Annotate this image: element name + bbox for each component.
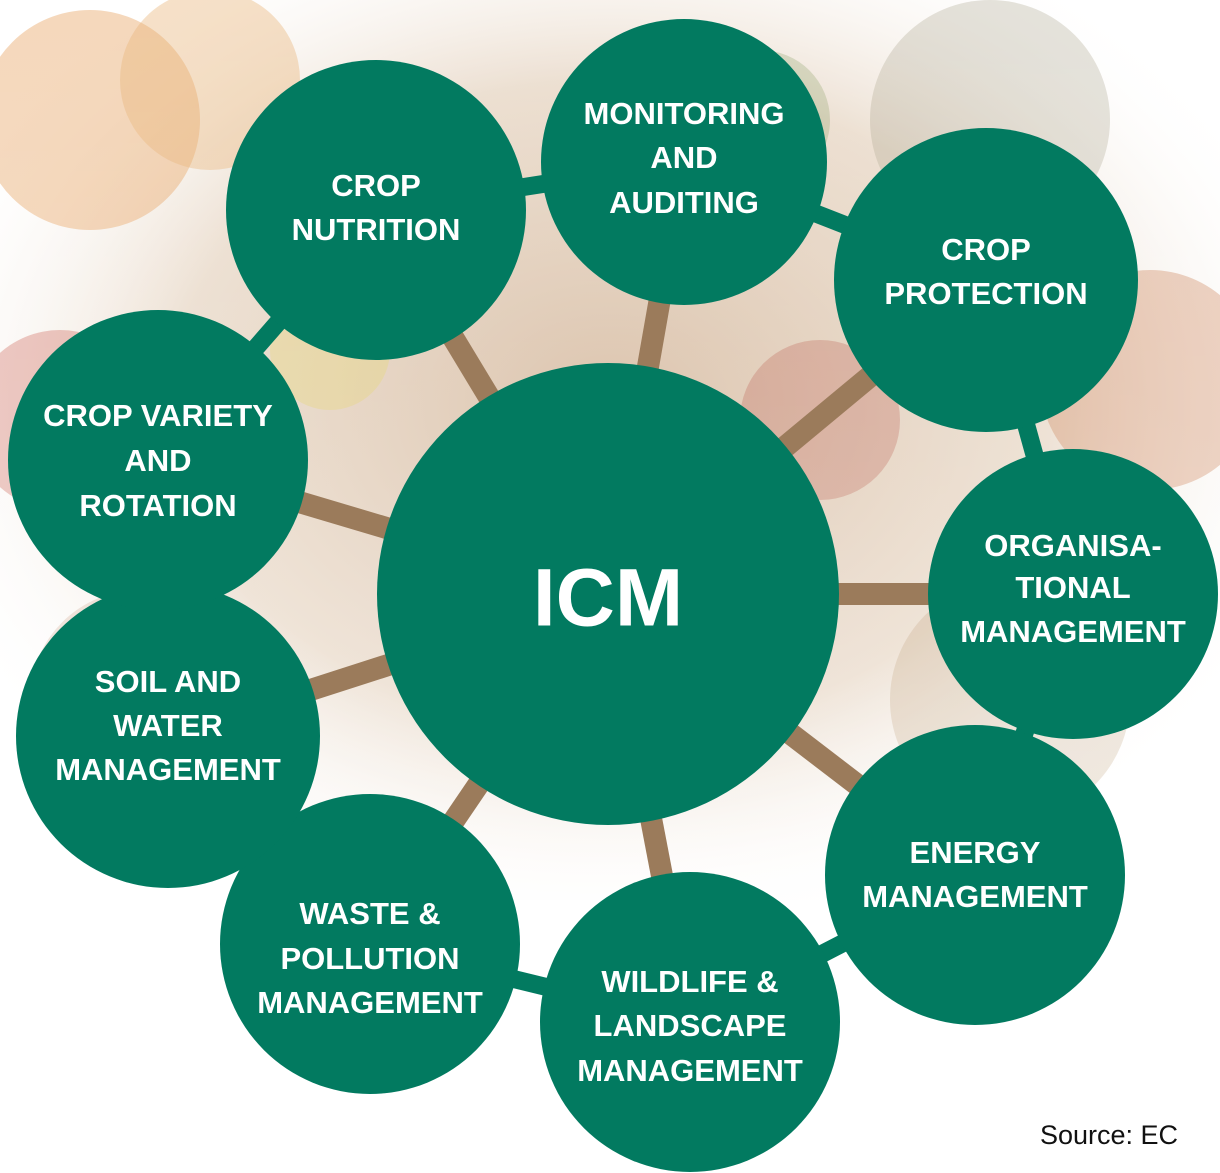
node-label-line: ORGANISA- xyxy=(984,528,1161,563)
node-circle xyxy=(540,872,840,1172)
node-label-line: PROTECTION xyxy=(884,276,1087,311)
node-label-line: MONITORING xyxy=(584,96,785,131)
node-label-line: SOIL AND xyxy=(95,664,241,699)
node-wildlife: WILDLIFE & LANDSCAPE MANAGEMENT xyxy=(540,872,840,1172)
node-label-line: CROP xyxy=(941,232,1031,267)
node-label-line: AND xyxy=(650,140,717,175)
node-soil-water: SOIL AND WATER MANAGEMENT xyxy=(16,584,320,888)
center-node: ICM xyxy=(377,363,839,825)
node-circle xyxy=(834,128,1138,432)
node-label-line: ENERGY xyxy=(910,835,1041,870)
node-label-line: WILDLIFE & xyxy=(601,964,778,999)
node-crop-nutrition: CROP NUTRITION xyxy=(226,60,526,360)
node-circle xyxy=(8,310,308,610)
node-label-line: AUDITING xyxy=(609,185,759,220)
node-label-line: MANAGEMENT xyxy=(257,985,483,1020)
node-label-line: CROP VARIETY xyxy=(43,398,273,433)
node-label-line: MANAGEMENT xyxy=(960,614,1186,649)
center-label: ICM xyxy=(533,553,683,644)
node-circle xyxy=(220,794,520,1094)
node-label-line: MANAGEMENT xyxy=(862,879,1088,914)
node-circle xyxy=(226,60,526,360)
center-circle xyxy=(377,363,839,825)
node-label-line: POLLUTION xyxy=(280,941,459,976)
node-circle xyxy=(16,584,320,888)
node-crop-protection: CROP PROTECTION xyxy=(834,128,1138,432)
node-label-line: ROTATION xyxy=(79,488,236,523)
node-label-line: MANAGEMENT xyxy=(55,752,281,787)
node-label-line: AND xyxy=(124,443,191,478)
node-circle xyxy=(928,449,1218,739)
source-caption: Source: EC xyxy=(1040,1120,1179,1150)
node-crop-variety: CROP VARIETY AND ROTATION xyxy=(8,310,308,610)
node-monitoring: MONITORING AND AUDITING xyxy=(541,19,827,305)
node-label-line: TIONAL xyxy=(1015,570,1130,605)
node-organisational: ORGANISA- TIONAL MANAGEMENT xyxy=(928,449,1218,739)
node-label-line: CROP xyxy=(331,168,421,203)
node-label-line: WATER xyxy=(113,708,223,743)
node-circle xyxy=(825,725,1125,1025)
node-energy: ENERGY MANAGEMENT xyxy=(825,725,1125,1025)
node-label-line: LANDSCAPE xyxy=(594,1008,787,1043)
node-circle xyxy=(541,19,827,305)
node-label-line: WASTE & xyxy=(299,896,440,931)
node-label-line: MANAGEMENT xyxy=(577,1053,803,1088)
node-label-line: NUTRITION xyxy=(292,212,461,247)
node-circles: MONITORING AND AUDITING CROP PROTECTION ORGAN… xyxy=(8,19,1218,1172)
node-waste: WASTE & POLLUTION MANAGEMENT xyxy=(220,794,520,1094)
